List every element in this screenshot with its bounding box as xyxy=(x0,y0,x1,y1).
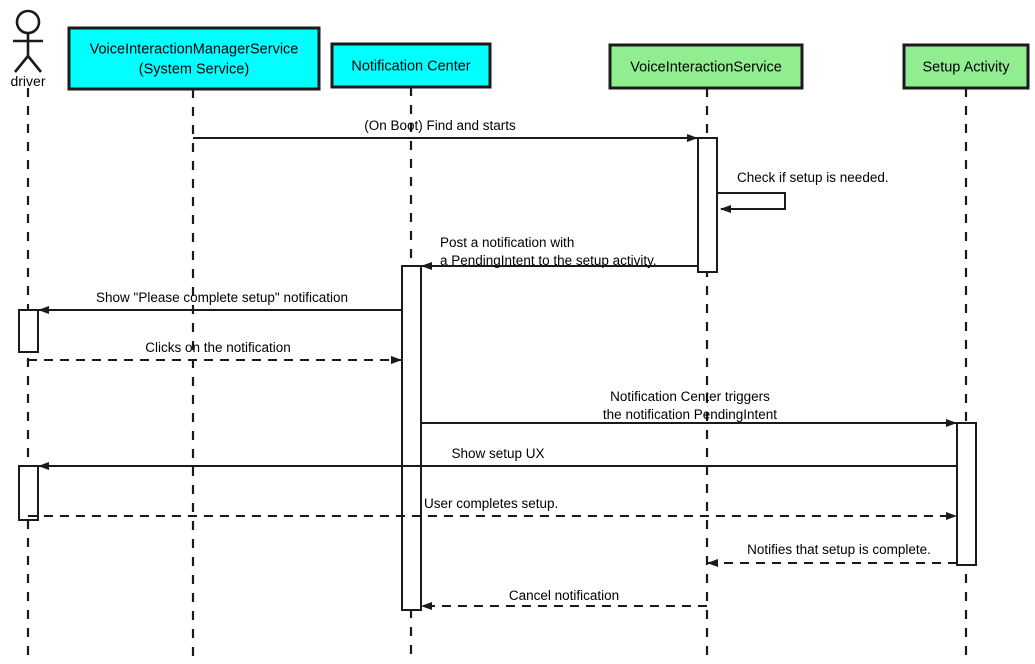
message-m3[interactable]: Post a notification with a PendingIntent … xyxy=(421,235,698,270)
participant-head-driver[interactable]: driver xyxy=(10,9,46,89)
participant-head-notification_center[interactable]: Notification Center xyxy=(330,42,492,89)
actor-head-icon xyxy=(15,9,41,35)
participant-heads-layer: driver VoiceInteractionManagerService (Sys… xyxy=(10,9,1030,91)
participant-head-vims[interactable]: VoiceInteractionManagerService (System Se… xyxy=(67,26,321,91)
message-label-m4: Show "Please complete setup" notificatio… xyxy=(96,290,348,305)
participant-head-vis[interactable]: VoiceInteractionService xyxy=(608,43,804,90)
message-sublabel-m3: a PendingIntent to the setup activity. xyxy=(440,253,657,268)
activation-bar-notification_center xyxy=(401,265,422,611)
message-m7[interactable]: Show setup UX xyxy=(38,446,957,470)
message-m8[interactable]: User completes setup. xyxy=(28,496,957,520)
activation-bar-driver xyxy=(18,465,39,521)
participant-box-notification_center[interactable] xyxy=(330,42,492,89)
participant-label-vis: VoiceInteractionService xyxy=(630,59,782,75)
message-line-m2 xyxy=(717,192,786,213)
activations-layer xyxy=(18,137,977,611)
message-label-m1: (On Boot) Find and starts xyxy=(364,118,516,133)
message-m4[interactable]: Show "Please complete setup" notificatio… xyxy=(38,290,402,314)
message-m5[interactable]: Clicks on the notification xyxy=(28,340,402,364)
activation-bar-driver xyxy=(18,309,39,353)
message-label-m10: Cancel notification xyxy=(509,588,619,603)
message-label-m6: Notification Center triggers xyxy=(610,389,770,404)
actor-leg-right-icon xyxy=(26,55,43,73)
actor-leg-left-icon xyxy=(13,55,30,73)
participant-label-notification_center: Notification Center xyxy=(351,58,470,74)
message-sublabel-m6: the notification PendingIntent xyxy=(603,407,777,422)
participant-label-setup_activity: Setup Activity xyxy=(922,59,1010,75)
message-m6[interactable]: Notification Center triggers the notifica… xyxy=(421,389,957,427)
message-label-m3: Post a notification with xyxy=(440,235,574,250)
activation-bar-setup_activity xyxy=(956,422,977,566)
message-label-m7: Show setup UX xyxy=(451,446,544,461)
participant-head-setup_activity[interactable]: Setup Activity xyxy=(902,43,1030,90)
message-m9[interactable]: Notifies that setup is complete. xyxy=(707,542,957,567)
participant-box-vims[interactable] xyxy=(67,26,321,91)
participant-box-vis[interactable] xyxy=(608,43,804,90)
activation-bar-vis xyxy=(697,137,718,273)
message-m10[interactable]: Cancel notification xyxy=(421,588,707,610)
message-label-m9: Notifies that setup is complete. xyxy=(747,542,931,557)
message-m2[interactable]: Check if setup is needed. xyxy=(717,170,889,213)
message-label-m8: User completes setup. xyxy=(424,496,558,511)
message-m1[interactable]: (On Boot) Find and starts xyxy=(193,118,698,142)
message-label-m2: Check if setup is needed. xyxy=(737,170,889,185)
participant-box-setup_activity[interactable] xyxy=(902,43,1030,90)
participant-label-vims: VoiceInteractionManagerService xyxy=(90,41,299,57)
message-label-m5: Clicks on the notification xyxy=(145,340,291,355)
participant-sublabel-vims: (System Service) xyxy=(139,61,249,77)
participant-label-driver: driver xyxy=(10,73,45,89)
